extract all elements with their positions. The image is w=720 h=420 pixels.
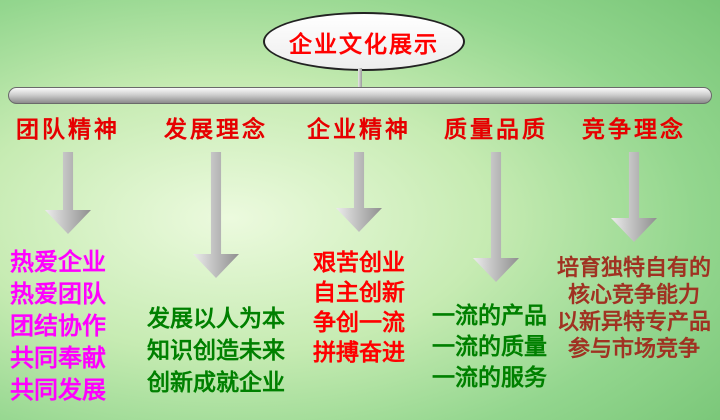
culture-line: 一流的质量	[432, 334, 547, 359]
column-header: 企业精神	[307, 117, 411, 142]
culture-line: 培育独特自有的	[556, 255, 711, 280]
culture-line: 创新成就企业	[147, 370, 285, 395]
bracket-bar	[8, 87, 712, 104]
culture-line: 核心竞争能力	[567, 282, 700, 307]
column-competition-philosophy: 竞争理念 培育独特自有的 核心竞争能力 以新异特专产品 参与市场竞争	[550, 112, 718, 362]
culture-line: 拼搏奋进	[313, 340, 405, 365]
culture-line: 艰苦创业	[313, 250, 405, 275]
column-quality: 质量品质 一流的产品 一流的质量 一流的服务	[428, 112, 564, 393]
column-header: 质量品质	[444, 117, 548, 142]
culture-line: 自主创新	[313, 280, 405, 305]
column-lines: 一流的产品 一流的质量 一流的服务	[428, 300, 547, 393]
culture-line: 一流的服务	[432, 365, 547, 390]
page-title: 企业文化展示	[289, 31, 439, 57]
column-development-philosophy: 发展理念 发展以人为本 知识创造未来 创新成就企业	[140, 112, 292, 399]
culture-line: 热爱企业	[10, 250, 106, 276]
column-lines: 培育独特自有的 核心竞争能力 以新异特专产品 参与市场竞争	[557, 254, 711, 362]
culture-line: 知识创造未来	[147, 338, 285, 363]
down-arrow-icon	[336, 152, 382, 232]
down-arrow-icon	[611, 152, 657, 242]
connector-stem	[358, 68, 362, 87]
culture-line: 以新异特专产品	[556, 309, 711, 334]
column-header: 竞争理念	[582, 117, 686, 142]
title-ellipse: 企业文化展示	[263, 12, 465, 71]
culture-line: 发展以人为本	[147, 306, 285, 331]
culture-line: 参与市场竞争	[567, 336, 700, 361]
column-header: 发展理念	[164, 117, 268, 142]
culture-line: 争创一流	[313, 310, 405, 335]
culture-line: 团结协作	[10, 314, 106, 340]
culture-line: 共同发展	[10, 378, 106, 404]
culture-line: 一流的产品	[432, 303, 547, 328]
culture-line: 共同奉献	[10, 346, 106, 372]
column-lines: 热爱企业 热爱团队 团结协作 共同奉献 共同发展	[4, 247, 106, 407]
down-arrow-icon	[473, 152, 519, 282]
column-lines: 艰苦创业 自主创新 争创一流 拼搏奋进	[313, 248, 405, 368]
column-header: 团队精神	[16, 117, 120, 142]
down-arrow-icon	[45, 152, 91, 234]
column-lines: 发展以人为本 知识创造未来 创新成就企业	[147, 303, 285, 399]
column-enterprise-spirit: 企业精神 艰苦创业 自主创新 争创一流 拼搏奋进	[296, 112, 422, 368]
down-arrow-icon	[193, 152, 239, 278]
culture-line: 热爱团队	[10, 282, 106, 308]
column-team-spirit: 团队精神 热爱企业 热爱团队 团结协作 共同奉献 共同发展	[4, 112, 132, 407]
